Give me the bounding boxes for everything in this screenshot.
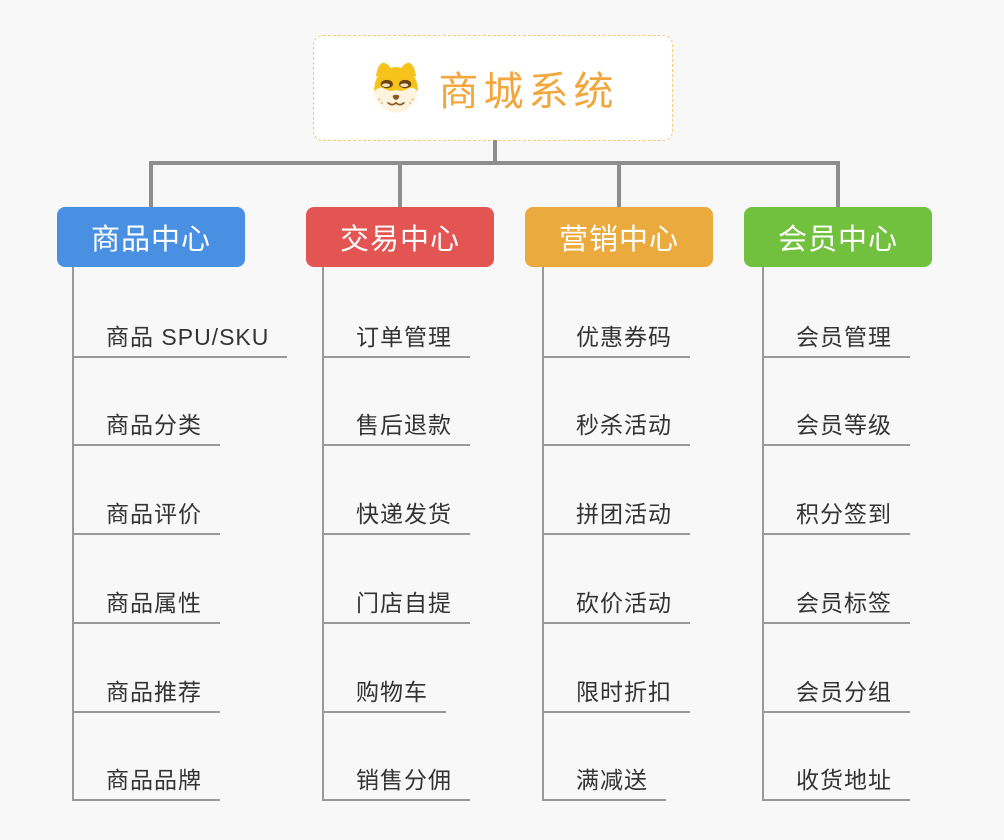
leaf-node[interactable]: 购物车 (322, 677, 446, 713)
leaf-node[interactable]: 门店自提 (322, 588, 470, 624)
leaf-node[interactable]: 会员管理 (762, 322, 910, 358)
leaf-node[interactable]: 限时折扣 (542, 677, 690, 713)
leaf-node[interactable]: 满减送 (542, 765, 666, 801)
connector-drop (836, 161, 840, 207)
leaf-node[interactable]: 会员分组 (762, 677, 910, 713)
leaf-node[interactable]: 秒杀活动 (542, 410, 690, 446)
connector-bus (149, 161, 840, 165)
leaf-node[interactable]: 商品 SPU/SKU (72, 322, 288, 358)
leaf-node[interactable]: 优惠券码 (542, 322, 690, 358)
leaf-node[interactable]: 商品分类 (72, 410, 220, 446)
root-node-title: 商城系统 (438, 70, 619, 114)
leaf-node[interactable]: 快递发货 (322, 499, 470, 535)
branch-node-product-center[interactable]: 商品中心 (57, 207, 245, 267)
leaf-node[interactable]: 会员标签 (762, 588, 910, 624)
connector-drop (617, 161, 621, 207)
connector-drop (149, 161, 153, 207)
leaf-node[interactable]: 砍价活动 (542, 588, 690, 624)
leaf-node[interactable]: 订单管理 (322, 322, 470, 358)
leaf-node[interactable]: 商品品牌 (72, 765, 220, 801)
branch-node-trade-center[interactable]: 交易中心 (306, 207, 494, 267)
leaf-node[interactable]: 商品属性 (72, 588, 220, 624)
connector-stem (493, 140, 497, 163)
leaf-node[interactable]: 商品评价 (72, 499, 220, 535)
leaf-node[interactable]: 收货地址 (762, 765, 910, 801)
leaf-node[interactable]: 会员等级 (762, 410, 910, 446)
shiba-dog-icon (368, 60, 424, 116)
leaf-node[interactable]: 销售分佣 (322, 765, 470, 801)
root-node-mall-system[interactable]: 商城系统 (313, 35, 673, 141)
leaf-node[interactable]: 商品推荐 (72, 677, 220, 713)
leaf-node[interactable]: 拼团活动 (542, 499, 690, 535)
leaf-node[interactable]: 积分签到 (762, 499, 910, 535)
connector-drop (398, 161, 402, 207)
leaf-node[interactable]: 售后退款 (322, 410, 470, 446)
branch-node-member-center[interactable]: 会员中心 (744, 207, 932, 267)
branch-node-marketing-center[interactable]: 营销中心 (525, 207, 713, 267)
